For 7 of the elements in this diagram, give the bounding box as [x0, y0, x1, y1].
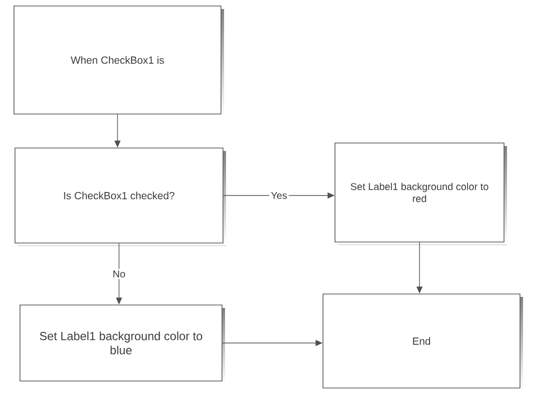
process-box: Is CheckBox1 checked?: [14, 148, 226, 246]
process-box: Set Label1 background color to red: [334, 142, 507, 245]
process-box: Set Label1 background color to blue: [20, 304, 225, 384]
process-box: When CheckBox1 is: [14, 6, 224, 117]
process-box: End: [322, 294, 523, 391]
edge-label: No: [111, 269, 127, 279]
edge-label: Yes: [269, 190, 289, 200]
